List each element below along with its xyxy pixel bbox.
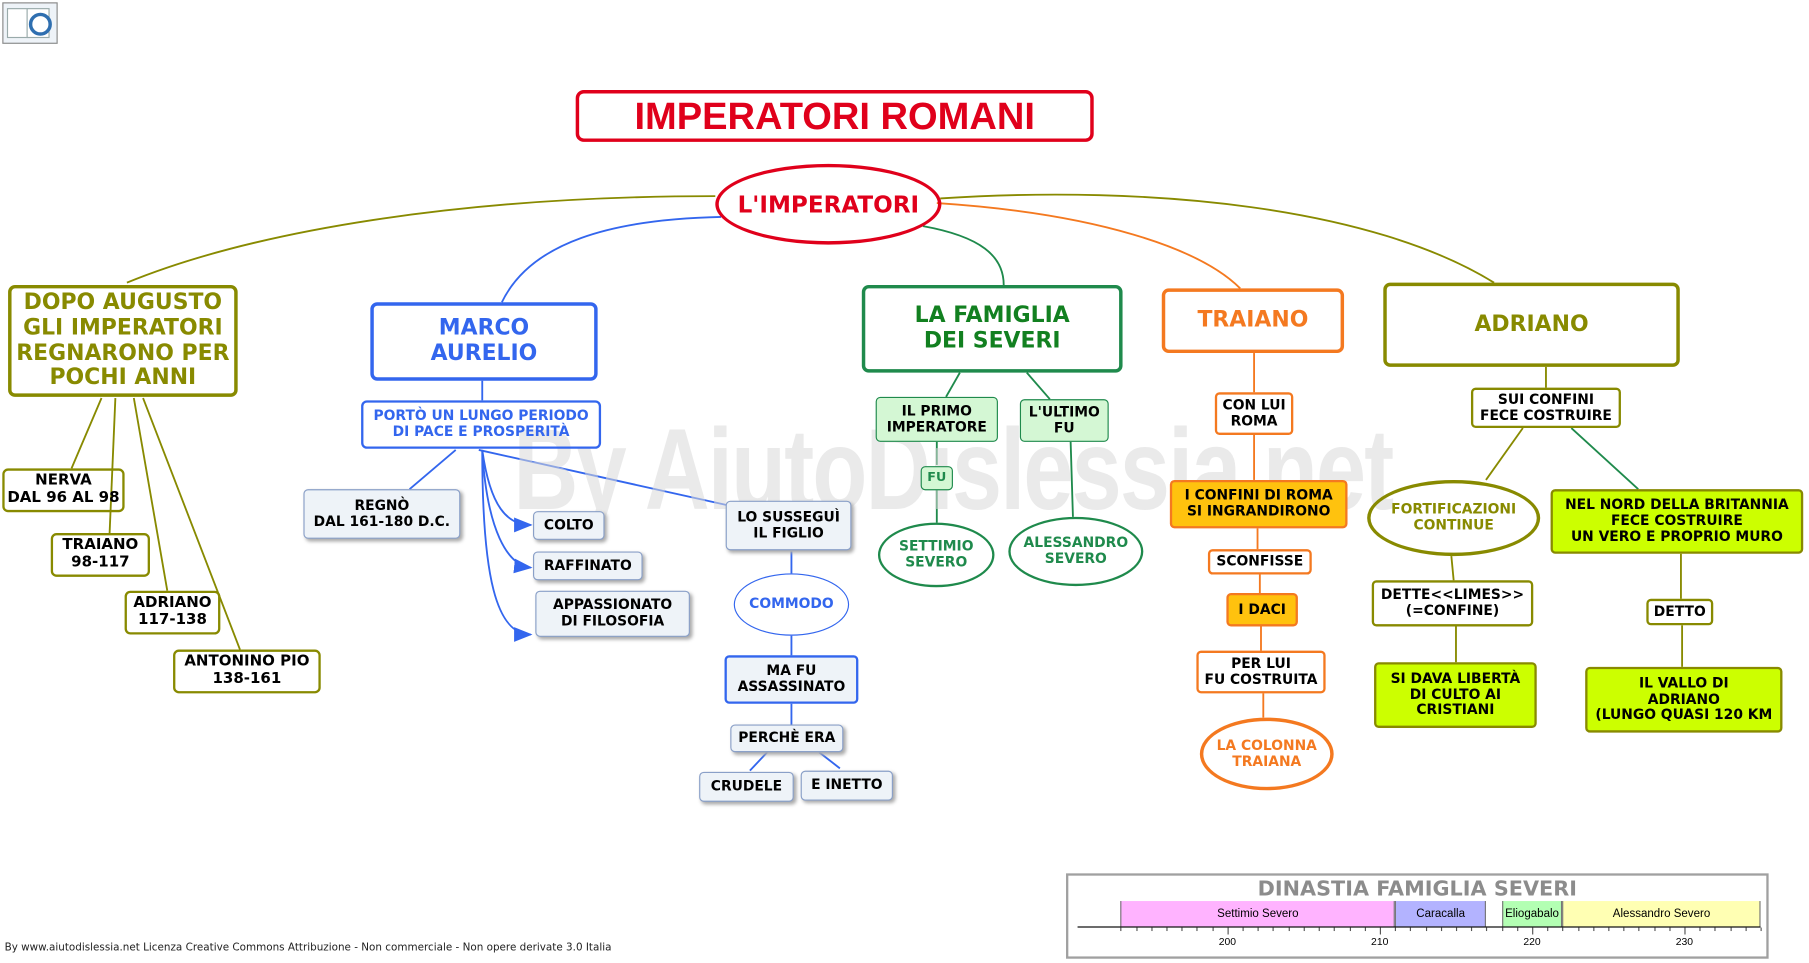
timeline-tick (1501, 927, 1503, 932)
node-regno: REGNÒ DAL 161-180 D.C. (303, 489, 461, 539)
node-daci: I DACI (1226, 593, 1298, 627)
timeline-tick (1364, 927, 1366, 932)
node-crudele: CRUDELE (699, 771, 794, 802)
node-colto: COLTO (533, 511, 605, 540)
timeline-tick (1212, 927, 1214, 932)
item-traiano: TRAIANO 98-117 (50, 533, 150, 577)
branch-marco-aurelio: MARCO AURELIO (370, 302, 598, 381)
timeline-tick (1638, 927, 1640, 932)
timeline-tick (1379, 927, 1381, 935)
timeline-tick (1455, 927, 1458, 932)
node-assassinato: MA FU ASSASSINATO (724, 655, 859, 704)
node-confini: I CONFINI DI ROMA SI INGRANDIRONO (1169, 479, 1348, 529)
timeline-tick (1227, 927, 1229, 935)
timeline-tick (1181, 927, 1183, 932)
timeline-tick (1714, 927, 1717, 932)
node-commodo: COMMODO (733, 573, 850, 636)
node-vallo: IL VALLO DI ADRIANO (LUNGO QUASI 120 KM (1585, 666, 1783, 733)
node-culto: SI DAVA LIBERTÀ DI CULTO AI CRISTIANI (1374, 662, 1537, 728)
node-settimio: SETTIMIO SEVERO (877, 522, 995, 588)
timeline-tick (1288, 927, 1290, 932)
central-node: L'IMPERATORI (715, 163, 942, 245)
node-perche: PERCHÈ ERA (730, 724, 844, 753)
timeline-tick (1577, 927, 1579, 932)
node-detto: DETTO (1646, 598, 1714, 626)
node-costruita: PER LUI FU COSTRUITA (1196, 650, 1326, 694)
node-filosofia: APPASSIONATO DI FILOSOFIA (535, 590, 690, 637)
node-periodo: PORTÒ UN LUNGO PERIODO DI PACE E PROSPER… (361, 400, 602, 449)
timeline-tick (1242, 927, 1244, 932)
timeline-tick (1440, 927, 1442, 932)
timeline-tick (1349, 927, 1351, 932)
node-colonna: LA COLONNA TRAIANA (1199, 717, 1334, 791)
timeline-tick (1425, 927, 1427, 932)
node-alessandro: ALESSANDRO SEVERO (1008, 516, 1144, 587)
branch-severi: LA FAMIGLIA DEI SEVERI (861, 284, 1123, 373)
timeline-tick (1562, 927, 1564, 932)
timeline-segment: Alessandro Severo (1562, 901, 1761, 927)
timeline-tick (1684, 927, 1686, 935)
node-primo: IL PRIMO IMPERATORE (875, 396, 998, 442)
timeline-tick (1196, 927, 1199, 932)
timeline-tick (1135, 927, 1138, 932)
timeline-tick (1623, 927, 1625, 932)
timeline-tick (1303, 927, 1305, 932)
timeline-segment: Caracalla (1394, 901, 1487, 927)
timeline-tick-label: 210 (1371, 935, 1389, 948)
node-raffinato: RAFFINATO (533, 551, 643, 581)
timeline-tick (1151, 927, 1153, 932)
timeline-tick (1334, 927, 1336, 932)
timeline-tick (1653, 927, 1656, 932)
timeline-tick (1394, 927, 1397, 932)
timeline-segment: Eliogabalo (1501, 901, 1563, 927)
timeline-tick (1318, 927, 1320, 932)
node-susseguì: LO SUSSEGUÌ IL FIGLIO (725, 500, 852, 551)
node-inetto: E INETTO (800, 770, 893, 801)
timeline-tick (1471, 927, 1473, 932)
node-fortificazioni: FORTIFICAZIONI CONTINUE (1367, 479, 1541, 557)
timeline-tick (1699, 927, 1701, 932)
site-logo-icon (2, 2, 58, 44)
timeline-tick (1410, 927, 1412, 932)
page-title: IMPERATORI ROMANI (575, 89, 1094, 142)
timeline-tick (1730, 927, 1732, 932)
timeline-segment: Settimio Severo (1120, 901, 1395, 927)
item-nerva: NERVA DAL 96 AL 98 (2, 468, 125, 513)
node-fu: FU (920, 466, 953, 491)
timeline-tick (1273, 927, 1275, 932)
branch-adriano: ADRIANO (1383, 282, 1680, 367)
timeline-tick (1669, 927, 1671, 932)
item-antonino-pio: ANTONINO PIO 138-161 (173, 649, 321, 694)
node-limes: DETTE<<LIMES>> (=CONFINE) (1371, 580, 1534, 627)
timeline-tick (1547, 927, 1549, 932)
footer-license: By www.aiutodislessia.net Licenza Creati… (4, 942, 612, 955)
timeline-tick (1745, 927, 1747, 932)
timeline-tick (1760, 927, 1762, 932)
timeline-tick (1592, 927, 1595, 932)
timeline-tick (1608, 927, 1610, 932)
node-ultimo: L'ULTIMO FU (1019, 399, 1109, 442)
timeline-tick (1532, 927, 1534, 935)
timeline-title: DINASTIA FAMIGLIA SEVERI (1257, 876, 1577, 902)
branch-traiano: TRAIANO (1161, 288, 1345, 354)
node-sui-confini: SUI CONFINI FECE COSTRUIRE (1470, 387, 1621, 429)
timeline-tick (1257, 927, 1260, 932)
timeline-tick (1516, 927, 1518, 932)
timeline-axis: 200 210 220 230 (1077, 926, 1762, 957)
node-sconfisse: SCONFISSE (1207, 549, 1312, 575)
timeline-tick-label: 200 (1218, 935, 1237, 948)
timeline-box: DINASTIA FAMIGLIA SEVERI Settimio Severo… (1066, 873, 1769, 959)
timeline-tick (1120, 927, 1122, 932)
item-adriano: ADRIANO 117-138 (124, 590, 221, 635)
node-britannia: NEL NORD DELLA BRITANNIA FECE COSTRUIRE … (1550, 489, 1804, 554)
timeline-tick (1486, 927, 1488, 932)
timeline-tick-label: 230 (1675, 935, 1694, 948)
timeline-tick-label: 220 (1523, 935, 1541, 948)
branch-dopo-augusto: DOPO AUGUSTO GLI IMPERATORI REGNARONO PE… (8, 284, 238, 397)
node-con-lui: CON LUI ROMA (1214, 392, 1294, 435)
timeline-tick (1166, 927, 1168, 932)
